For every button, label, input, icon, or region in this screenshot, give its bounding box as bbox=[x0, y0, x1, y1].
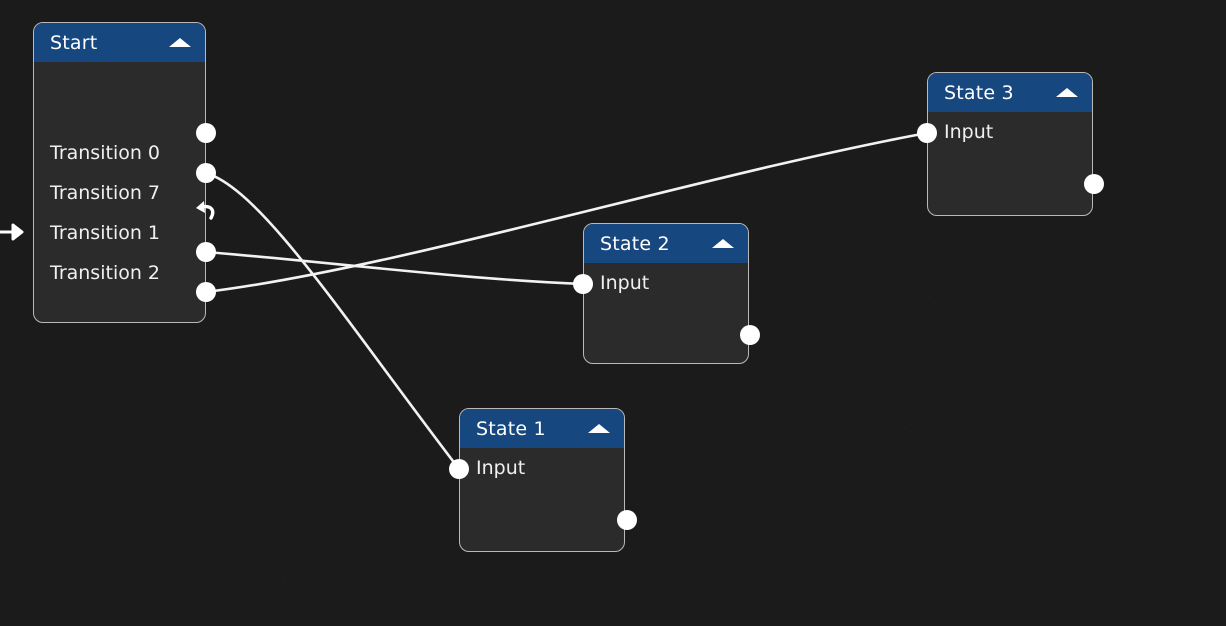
row-state-1-input[interactable]: Input bbox=[460, 448, 624, 488]
row-transition-7[interactable]: Transition 7 bbox=[34, 173, 205, 213]
row-state-3-input[interactable]: Input bbox=[928, 112, 1092, 152]
row-transition-2-label: Transition 2 bbox=[50, 262, 161, 284]
node-state-1-body: Input bbox=[460, 448, 624, 488]
start-output-port-transition-2[interactable] bbox=[196, 282, 216, 302]
graph-entry-arrow bbox=[0, 223, 24, 241]
row-state-1-input-label: Input bbox=[476, 457, 526, 479]
row-state-2-input[interactable]: Input bbox=[584, 263, 748, 303]
node-start-header[interactable]: Start bbox=[34, 23, 205, 62]
edge-transition1-to-state2[interactable] bbox=[204, 250, 585, 286]
state3-input-port[interactable] bbox=[917, 123, 937, 143]
state2-output-port[interactable] bbox=[740, 325, 760, 345]
node-state-2-body: Input bbox=[584, 263, 748, 303]
state2-input-port[interactable] bbox=[573, 274, 593, 294]
node-state-1-header[interactable]: State 1 bbox=[460, 409, 624, 448]
row-transition-1-label: Transition 1 bbox=[50, 222, 161, 244]
node-state-1[interactable]: State 1 Input bbox=[459, 408, 625, 552]
row-transition-0[interactable]: Transition 0 bbox=[34, 133, 205, 173]
caret-up-icon[interactable] bbox=[712, 239, 734, 248]
row-transition-2[interactable]: Transition 2 bbox=[34, 253, 205, 293]
node-state-3-title: State 3 bbox=[944, 81, 1014, 104]
node-start-spacer bbox=[34, 62, 205, 133]
row-state-3-input-label: Input bbox=[944, 121, 994, 143]
node-state-3-body: Input bbox=[928, 112, 1092, 152]
node-state-3-header[interactable]: State 3 bbox=[928, 73, 1092, 112]
row-state-2-input-label: Input bbox=[600, 272, 650, 294]
row-transition-7-label: Transition 7 bbox=[50, 182, 161, 204]
row-transition-0-label: Transition 0 bbox=[50, 142, 161, 164]
caret-up-icon[interactable] bbox=[1056, 88, 1078, 97]
self-loop-arrow-icon[interactable] bbox=[193, 199, 219, 225]
node-state-2[interactable]: State 2 Input bbox=[583, 223, 749, 364]
node-state-1-title: State 1 bbox=[476, 417, 546, 440]
state1-input-port[interactable] bbox=[449, 459, 469, 479]
state3-output-port[interactable] bbox=[1084, 174, 1104, 194]
caret-up-icon[interactable] bbox=[169, 38, 191, 47]
node-state-2-title: State 2 bbox=[600, 232, 670, 255]
edge-transition0-to-state1[interactable] bbox=[204, 171, 461, 471]
node-start-body: Transition 0 Transition 7 Transition 1 T… bbox=[34, 62, 205, 293]
start-output-port-top[interactable] bbox=[196, 123, 216, 143]
row-transition-1[interactable]: Transition 1 bbox=[34, 213, 205, 253]
node-start-title: Start bbox=[50, 31, 98, 54]
start-output-port-transition-1[interactable] bbox=[196, 242, 216, 262]
caret-up-icon[interactable] bbox=[588, 424, 610, 433]
start-output-port-transition-0[interactable] bbox=[196, 163, 216, 183]
node-state-3[interactable]: State 3 Input bbox=[927, 72, 1093, 216]
node-start[interactable]: Start Transition 0 Transition 7 Transiti… bbox=[33, 22, 206, 323]
edge-transition2-to-state3[interactable] bbox=[204, 131, 929, 294]
state1-output-port[interactable] bbox=[617, 510, 637, 530]
node-state-2-header[interactable]: State 2 bbox=[584, 224, 748, 263]
